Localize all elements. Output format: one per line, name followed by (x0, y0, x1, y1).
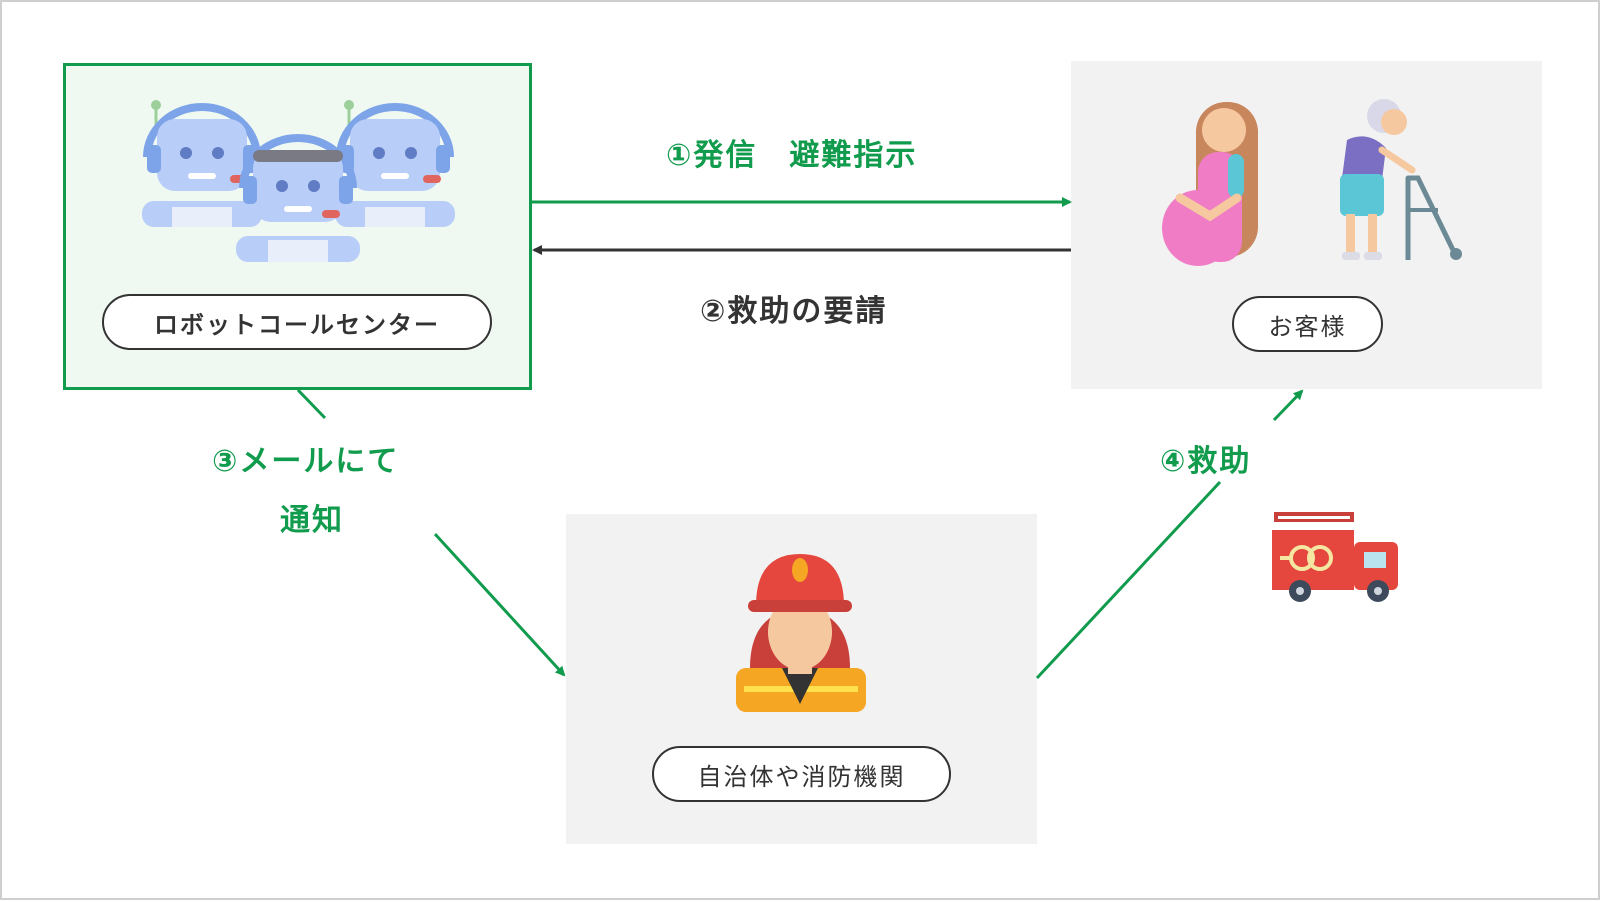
fire-truck-icon (1272, 512, 1398, 602)
customer-label: お客様 (1232, 296, 1383, 352)
pregnant-woman-icon (1162, 102, 1258, 266)
step3-label-line2: 通知 (280, 503, 344, 538)
step3-label-line1: ③メールにて (212, 444, 400, 479)
step1-label: ①発信 避難指示 (666, 138, 918, 173)
authority-label: 自治体や消防機関 (652, 746, 951, 802)
call-center-label: ロボットコールセンター (102, 294, 492, 350)
arrow-step4-upper (1272, 389, 1304, 422)
robot-operator-icon (142, 100, 455, 262)
arrow-step4-lower (1035, 480, 1222, 680)
arrow-step3-upper (296, 388, 327, 420)
elderly-walker-icon (1340, 99, 1462, 260)
step4-label: ④救助 (1160, 444, 1252, 479)
arrow-step3-lower (433, 532, 566, 677)
firefighter-icon (736, 554, 866, 712)
step2-label: ②救助の要請 (700, 294, 888, 329)
